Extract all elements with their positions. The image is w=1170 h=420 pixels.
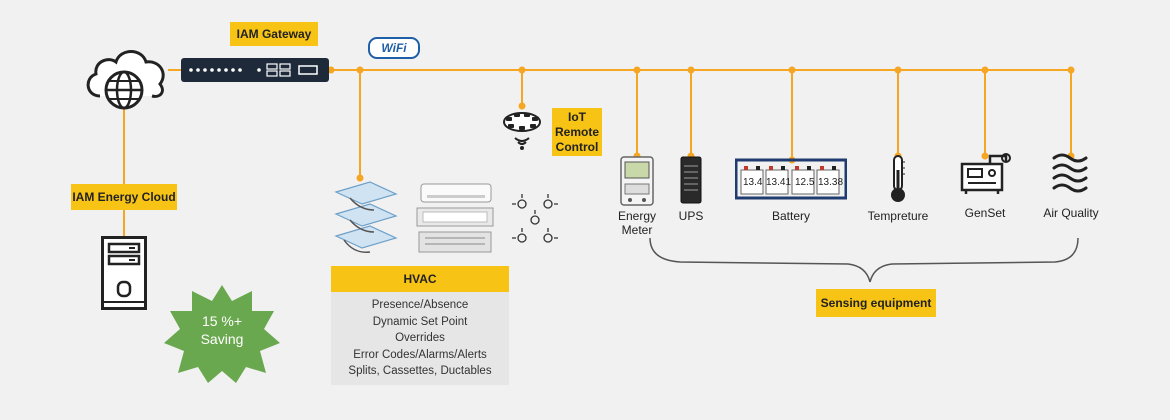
hvac-feature: Dynamic Set Point (372, 315, 468, 328)
hvac-feature: Presence/Absence (371, 299, 469, 311)
battery-cell-value: 13.38 (818, 177, 844, 188)
saving-star-badge (164, 285, 280, 383)
hvac-feature-list: Presence/Absence Dynamic Set Point Overr… (331, 292, 509, 385)
temperature-label: Tempreture (867, 209, 929, 223)
ductable-unit-icon (334, 181, 398, 253)
saving-label: Saving (200, 331, 244, 347)
gateway-label: IAM Gateway (230, 22, 318, 46)
ups-icon (680, 156, 702, 204)
battery-label: Battery (771, 209, 810, 223)
energy-meter-icon (620, 156, 654, 206)
hvac-feature: Splits, Cassettes, Ductables (348, 365, 492, 377)
generator-icon (960, 153, 1011, 194)
hvac-feature: Error Codes/Alarms/Alerts (353, 348, 487, 361)
battery-rack-icon (735, 158, 847, 200)
sensing-equipment-label: Sensing equipment (816, 289, 936, 317)
hvac-feature: Overrides (395, 332, 445, 344)
energy-cloud-label: IAM Energy Cloud (71, 184, 177, 210)
wifi-badge: WiFi (368, 37, 420, 59)
battery-cell-value: 12.5 (795, 177, 815, 188)
hvac-label: HVAC (331, 266, 509, 292)
gateway-device-icon (181, 58, 329, 82)
air-quality-label: Air Quality (1043, 206, 1099, 220)
battery-cell-value: 13.41 (766, 177, 792, 188)
cloud-globe-icon (86, 50, 165, 110)
presence-sensors-icon (512, 194, 558, 243)
air-quality-icon (1052, 153, 1088, 193)
iot-remote-label: IoT Remote Control (552, 108, 602, 156)
server-icon (101, 236, 147, 310)
ups-label: UPS (678, 209, 704, 223)
energy-meter-label: Energy Meter (617, 209, 657, 237)
battery-cell-value: 13.4 (743, 177, 763, 188)
genset-label: GenSet (964, 206, 1006, 220)
split-cassette-unit-icon (416, 183, 494, 253)
thermometer-icon (891, 155, 905, 202)
saving-percent: 15 %+ (201, 313, 243, 329)
iot-sensor-icon (503, 112, 541, 150)
